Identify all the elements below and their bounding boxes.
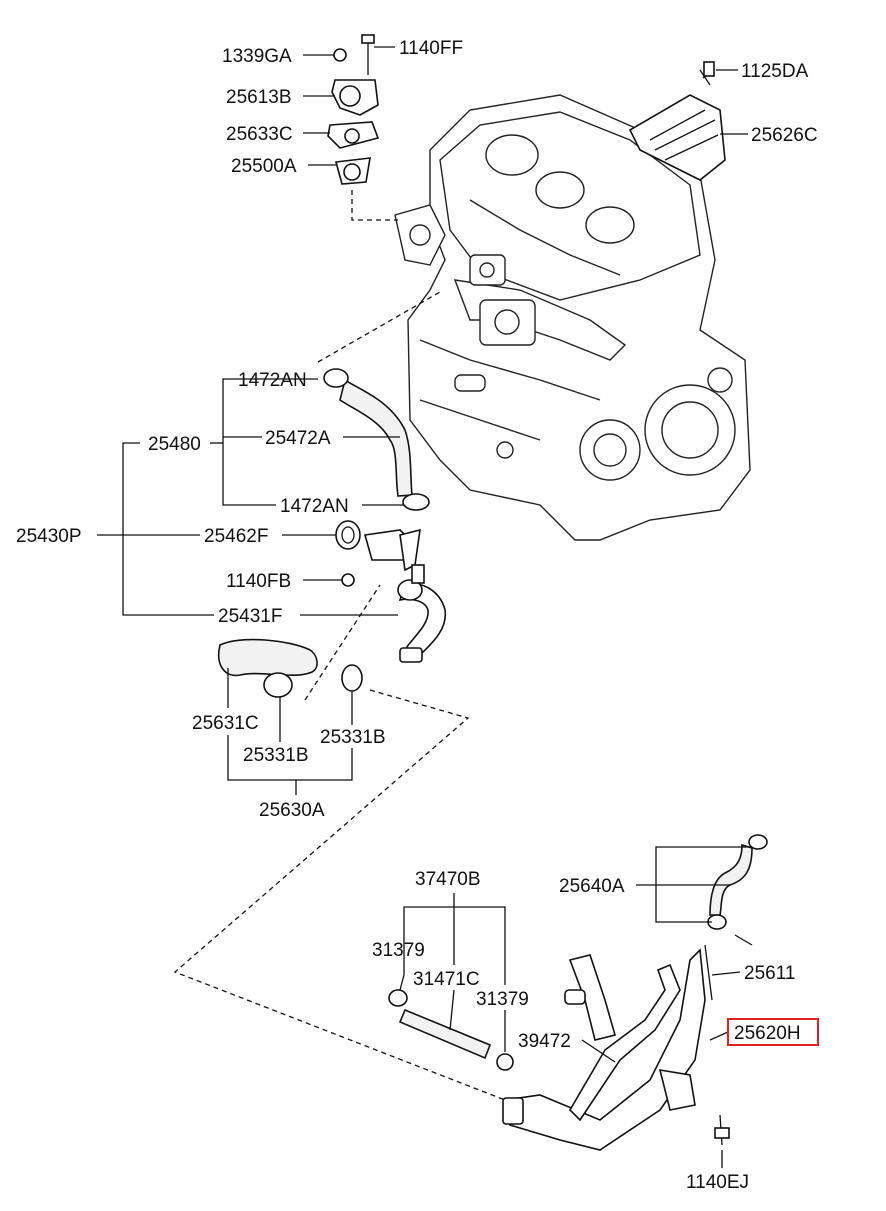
upper-hose-group: [323, 368, 446, 663]
label-25472a: 25472A: [265, 428, 331, 449]
label-25431f: 25431F: [218, 606, 282, 627]
label-31471c: 31471C: [413, 969, 480, 990]
pipe-assembly: [502, 934, 753, 1151]
label-1140ej: 1140EJ: [686, 1172, 749, 1193]
label-1140ff: 1140FF: [399, 38, 463, 59]
label-25640a: 25640A: [559, 876, 625, 897]
hose-25640a: [707, 834, 768, 930]
label-25631c: 25631C: [192, 713, 259, 734]
label-25500a: 25500A: [231, 156, 297, 177]
thermostat-group: [327, 34, 380, 185]
dashed-leaders: [173, 190, 506, 1101]
label-25462f: 25462F: [204, 526, 268, 547]
label-1472an-lower: 1472AN: [280, 496, 349, 517]
label-1339ga: 1339GA: [222, 46, 292, 67]
label-25331b-left: 25331B: [243, 745, 309, 766]
label-25630a: 25630A: [259, 800, 325, 821]
label-1472an-upper: 1472AN: [238, 370, 307, 391]
lower-hose-group: [218, 638, 363, 698]
label-25480: 25480: [148, 434, 201, 455]
engine-block: [394, 94, 751, 541]
bracket-25626c: [628, 61, 726, 181]
label-25613b: 25613B: [226, 87, 292, 108]
label-1125da: 1125DA: [741, 61, 809, 82]
label-25430p: 25430P: [16, 526, 82, 547]
label-25620h[interactable]: 25620H: [734, 1023, 801, 1044]
label-25633c: 25633C: [226, 124, 293, 145]
label-25626c: 25626C: [751, 125, 818, 146]
label-37470b: 37470B: [415, 869, 481, 890]
label-31379-left: 31379: [372, 940, 425, 961]
hose-31471c: [388, 989, 514, 1071]
label-39472: 39472: [518, 1031, 571, 1052]
leader-lines: [97, 46, 750, 1168]
label-25331b-right: 25331B: [320, 727, 386, 748]
label-31379-right: 31379: [476, 989, 529, 1010]
label-1140fb: 1140FB: [226, 571, 291, 592]
part-labels: 1339GA 1140FF 25613B 25633C 25500A 1125D…: [16, 38, 818, 1193]
highlight-box-25620h: [727, 1018, 819, 1046]
label-25611: 25611: [744, 963, 795, 984]
